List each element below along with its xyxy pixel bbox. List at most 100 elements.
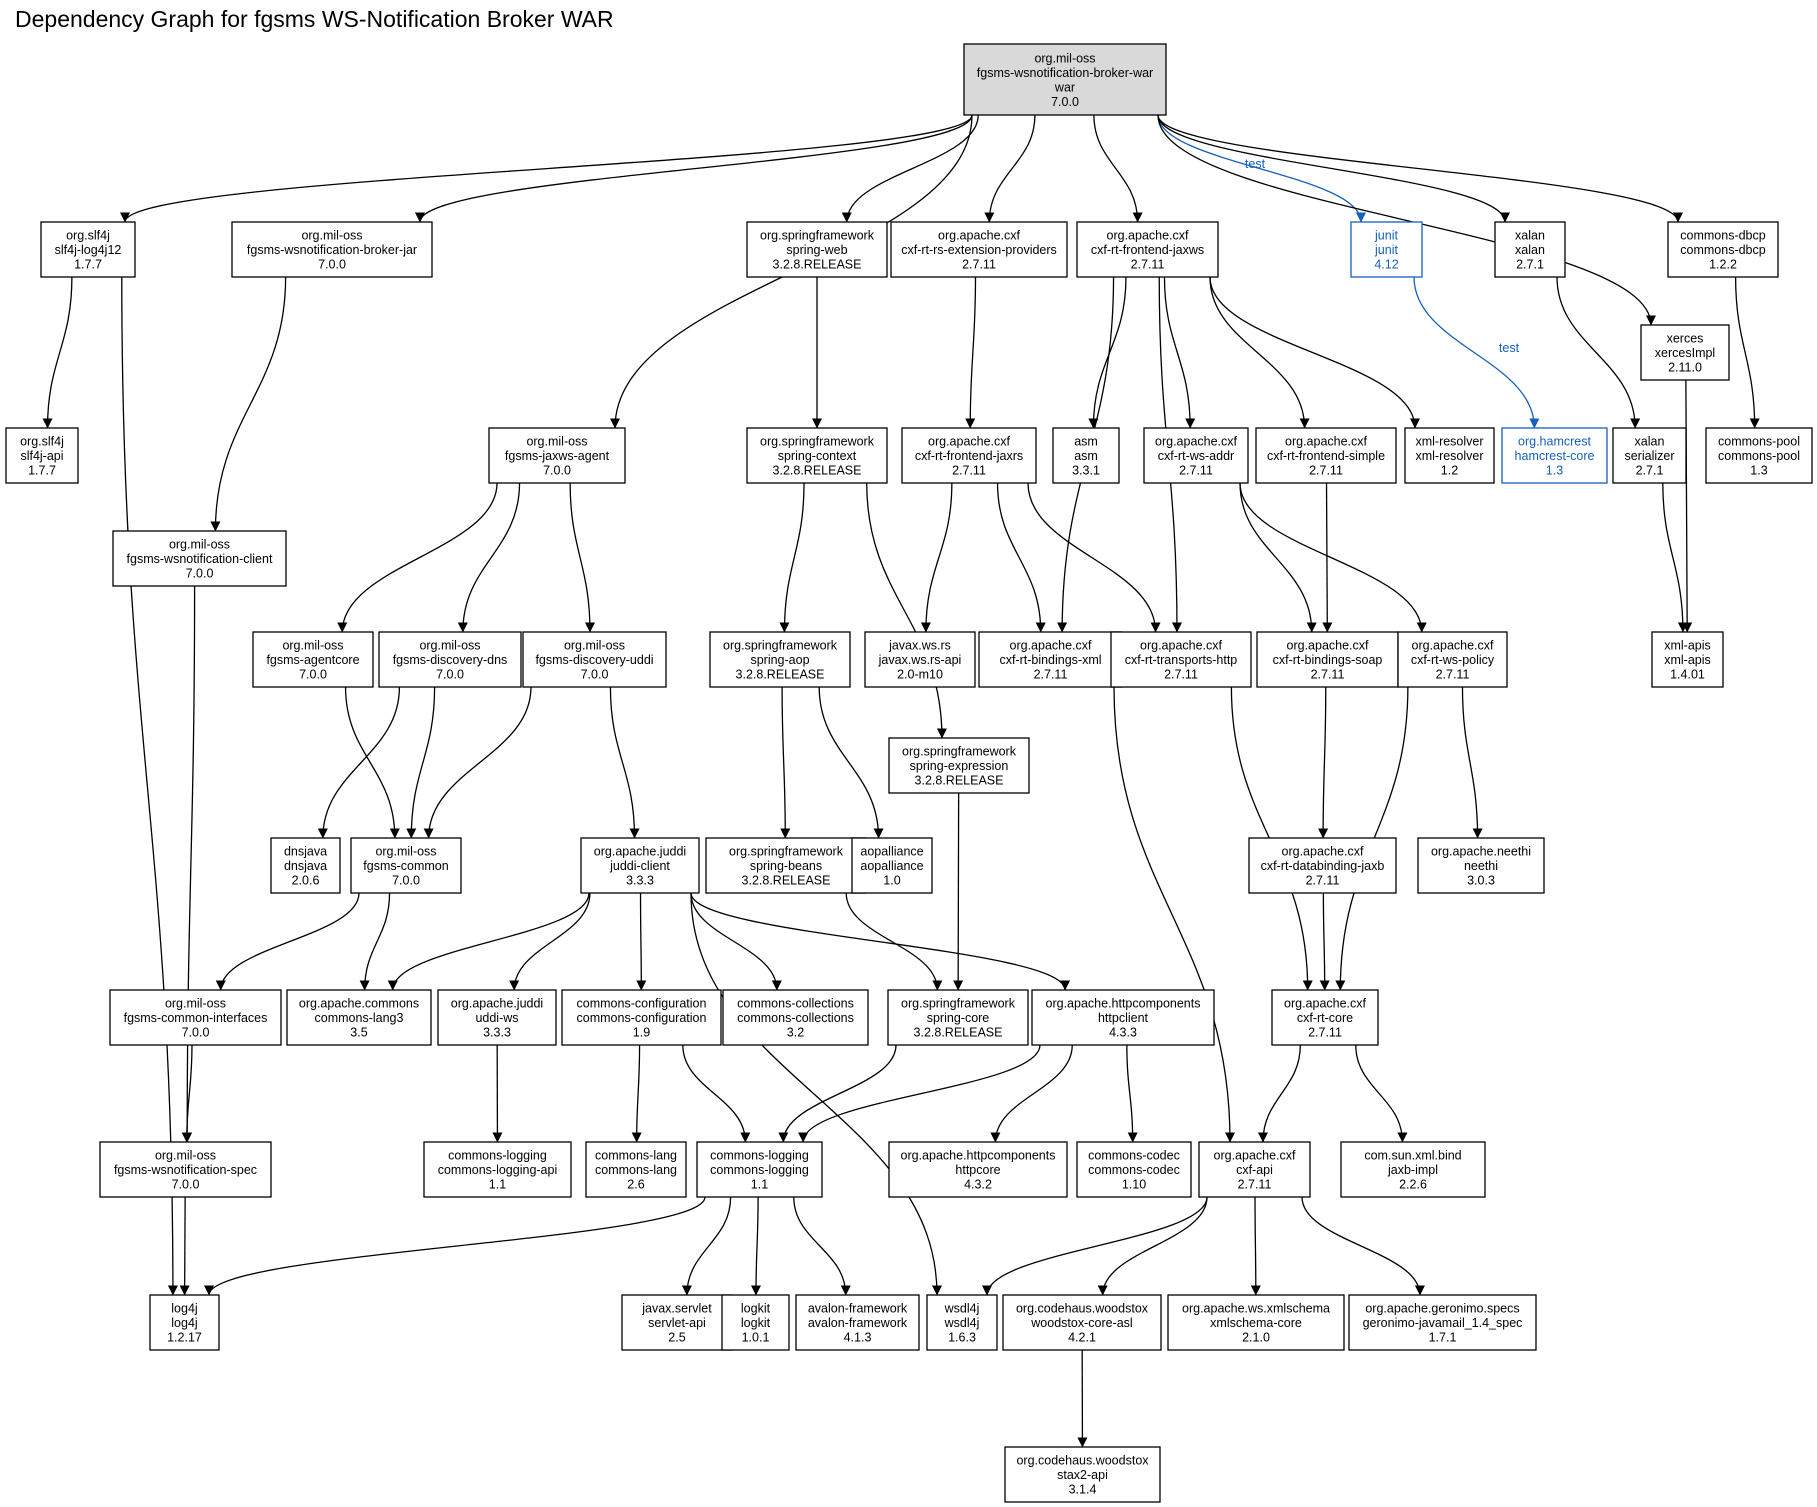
edge-line [953, 792, 964, 991]
edge-line [1209, 276, 1420, 429]
node-label: org.apache.httpcomponents [1046, 997, 1201, 1011]
node-label: org.mil-oss [375, 845, 436, 859]
edge-line [1239, 482, 1427, 633]
node-label: commons-dbcp [1680, 243, 1765, 257]
edge-line [1682, 379, 1693, 633]
edge-line [682, 1044, 751, 1143]
node-label: cxf-rt-rs-extension-providers [901, 243, 1057, 257]
node-label: 2.0.6 [292, 874, 320, 888]
edge-line [1157, 114, 1656, 326]
node-box [1667, 221, 1779, 278]
edge-root-to-slf4j-log4j12 [120, 114, 973, 223]
node-label: 3.1.4 [1069, 1483, 1097, 1497]
node-box [888, 737, 1030, 794]
edge-wsn-spec-to-log4j [179, 1196, 190, 1296]
node-label: fgsms-common-interfaces [124, 1011, 268, 1025]
node-label: org.codehaus.woodstox [1016, 1454, 1149, 1468]
node-label: 3.2.8.RELEASE [914, 1026, 1003, 1040]
node-label: org.apache.cxf [928, 435, 1011, 449]
node-box [350, 837, 462, 894]
edge-rs-ext-to-frontend-jaxrs [965, 276, 977, 429]
node-box [696, 1141, 823, 1198]
node-wsn-client: org.mil-ossfgsms-wsnotification-client7.… [112, 530, 287, 587]
node-label: org.apache.cxf [1412, 639, 1495, 653]
node-label: fgsms-wsnotification-broker-jar [247, 243, 417, 257]
node-label: 1.4.01 [1670, 668, 1705, 682]
node-label: xalan [1635, 435, 1665, 449]
node-label: 2.0-m10 [897, 668, 943, 682]
edge-root-to-xalan [1157, 114, 1510, 223]
edge-slf4j-log4j12-to-log4j [121, 276, 178, 1296]
node-label: 4.12 [1374, 258, 1398, 272]
node-box [149, 1294, 220, 1351]
node-label: xml-apis [1664, 639, 1711, 653]
node-label: 2.11.0 [1668, 361, 1702, 375]
node-label: org.springframework [723, 639, 838, 653]
node-label: 2.7.11 [952, 464, 986, 478]
node-label: commons-codec [1088, 1149, 1180, 1163]
node-box [1640, 324, 1730, 381]
edge-line [793, 1196, 851, 1296]
node-box [1167, 1294, 1345, 1351]
node-box [40, 221, 136, 278]
node-label: org.mil-oss [282, 639, 343, 653]
node-label: slf4j-api [20, 449, 63, 463]
node-label: org.mil-oss [155, 1149, 216, 1163]
edge-line [569, 482, 595, 633]
edge-broker-jar-to-wsn-client [210, 276, 287, 532]
node-frontend-jaxws: org.apache.cxfcxf-rt-frontend-jaxws2.7.1… [1076, 221, 1219, 278]
node-label: 2.2.6 [1399, 1178, 1427, 1192]
edge-spring-aop-to-spring-beans [780, 686, 791, 839]
node-box [1255, 427, 1397, 484]
node-box [1404, 427, 1495, 484]
edge-jaxws-agent-to-discovery-dns [457, 482, 521, 633]
edge-spring-beans-to-spring-core [845, 892, 943, 991]
edge-spring-aop-to-aopalliance [818, 686, 884, 839]
node-label: 7.0.0 [1051, 95, 1079, 109]
node-box [522, 631, 667, 688]
edge-root-to-broker-jar [415, 114, 973, 223]
node-label: org.springframework [760, 229, 875, 243]
edge-juddi-client-to-commons-configuration [636, 892, 647, 991]
node-label: org.mil-oss [301, 229, 362, 243]
edge-databinding-jaxb-to-cxf-core [1319, 892, 1330, 991]
node-box [231, 221, 433, 278]
edge-line [920, 482, 953, 633]
edge-common-interfaces-to-wsn-spec [181, 1044, 193, 1143]
node-spring-context: org.springframeworkspring-context3.2.8.R… [746, 427, 888, 484]
node-box [1348, 1294, 1537, 1351]
node-label: org.springframework [760, 435, 875, 449]
node-label: 2.7.1 [1516, 258, 1544, 272]
node-label: cxf-rt-frontend-simple [1267, 449, 1385, 463]
node-frontend-simple: org.apache.cxfcxf-rt-frontend-simple2.7.… [1255, 427, 1397, 484]
node-box [423, 1141, 572, 1198]
node-label: org.springframework [901, 997, 1016, 1011]
node-label: org.mil-oss [169, 538, 230, 552]
edge-line [1257, 1044, 1301, 1143]
node-label: 3.2.8.RELEASE [773, 464, 862, 478]
edge-line [631, 1044, 642, 1143]
node-box [1271, 989, 1379, 1046]
node-label: fgsms-agentcore [266, 653, 359, 667]
node-label: org.slf4j [20, 435, 64, 449]
node-box [252, 631, 374, 688]
edge-line [750, 1196, 761, 1296]
node-label: 7.0.0 [436, 668, 464, 682]
edge-line [1355, 1044, 1408, 1143]
node-label: org.apache.commons [299, 997, 419, 1011]
node-box [286, 989, 432, 1046]
node-label: 1.0 [883, 874, 900, 888]
node-label: logkit [741, 1302, 771, 1316]
edge-commons-logging-to-log4j [204, 1196, 706, 1296]
edge-slf4j-log4j12-to-slf4j-api [42, 276, 73, 429]
edge-commons-logging-to-servlet-api [681, 1196, 732, 1296]
